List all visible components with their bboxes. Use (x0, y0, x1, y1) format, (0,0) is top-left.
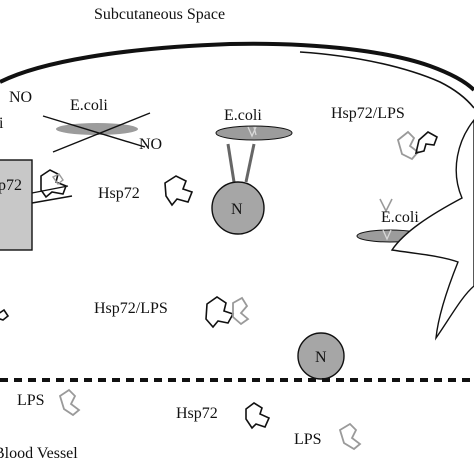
label-hsp72-bottom: Hsp72 (176, 405, 218, 422)
lps-gray-icon-top (396, 130, 420, 161)
label-lps-left: LPS (17, 392, 45, 409)
tissue-boundary (0, 41, 474, 92)
ecoli-center-lps-icon (247, 126, 257, 138)
label-p72-fragment: p72 (0, 177, 22, 194)
lps-gray-icon-right (379, 198, 393, 213)
ecoli-crossed-bacterium (56, 123, 138, 135)
nucleus-top-cell (211, 181, 265, 235)
label-subcutaneous-space: Subcutaneous Space (94, 6, 225, 23)
lps-gray-icon-left (58, 388, 81, 417)
nucleus-top-receptor-right (244, 143, 256, 183)
hsp72-icon-left-cell (40, 169, 68, 199)
label-ecoli-center: E.coli (224, 107, 262, 124)
hsp72-icon-edge (0, 308, 10, 321)
label-nucleus-bottom: N (315, 349, 327, 366)
label-ecoli-crossed: E.coli (70, 97, 108, 114)
label-i-fragment: i (0, 115, 4, 132)
label-hsp72-lps-top: Hsp72/LPS (331, 105, 405, 122)
lps-gray-icon-mid-complex (232, 296, 250, 326)
hsp72-icon-mid-complex (205, 296, 235, 329)
label-hsp72-mid: Hsp72 (98, 185, 140, 202)
lps-gray-icon-bottom (338, 422, 362, 451)
left-cell (0, 159, 33, 251)
label-blood-vessel: Blood Vessel (0, 445, 78, 462)
label-lps-bottom: LPS (294, 431, 322, 448)
cross-line-2 (52, 112, 151, 153)
cross-line-1 (42, 115, 146, 148)
label-no-left: NO (9, 89, 32, 106)
hsp72-icon-bottom (245, 402, 271, 430)
label-nucleus-top: N (231, 201, 243, 218)
tissue-inner-edge (299, 51, 474, 109)
label-no-crossed: NO (139, 136, 162, 153)
hsp72-icon-mid (164, 175, 194, 207)
lps-gray-icon-left-cell (51, 173, 64, 186)
label-ecoli-right: E.coli (381, 209, 419, 226)
label-hsp72-lps-mid: Hsp72/LPS (94, 300, 168, 317)
hsp72-icon-top (414, 131, 438, 155)
receptor-line-lower (31, 195, 73, 204)
ecoli-right-lps-icon (382, 229, 392, 241)
receptor-line-upper (31, 185, 69, 194)
nucleus-bottom-cell (297, 332, 345, 380)
dendritic-cell (390, 118, 474, 341)
nucleus-top-receptor-left (226, 143, 236, 183)
